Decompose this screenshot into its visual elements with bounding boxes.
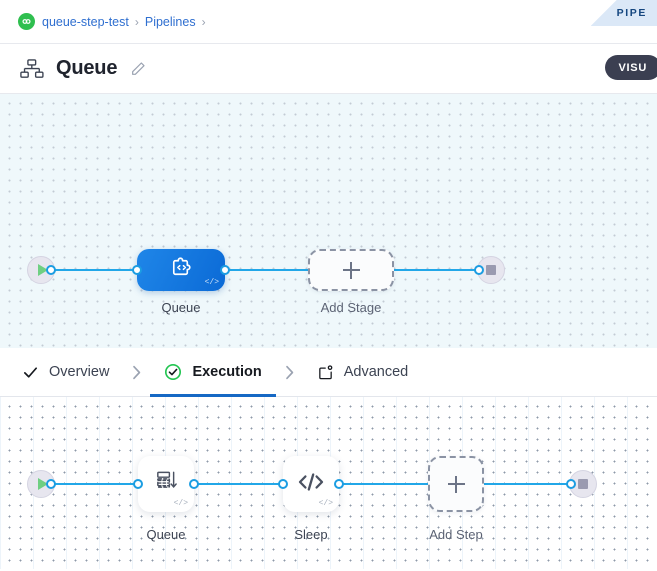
node-code-badge: </> (318, 499, 333, 508)
port-step-start-out[interactable] (46, 479, 56, 489)
play-icon (37, 264, 48, 276)
page-title: Queue (56, 57, 118, 79)
code-icon (296, 469, 326, 500)
project-circle-icon (18, 13, 35, 30)
breadcrumb-separator-trailing: › (201, 14, 206, 29)
breadcrumb: queue-step-test › Pipelines › (0, 0, 657, 44)
port-queue-step-out[interactable] (189, 479, 199, 489)
port-end-in[interactable] (474, 265, 484, 275)
puzzle-code-icon (168, 254, 195, 286)
stop-icon (578, 479, 588, 489)
wire-addstage-end (392, 269, 484, 271)
tab-separator-2 (284, 365, 295, 380)
stage-node-label-queue: Queue (161, 300, 201, 315)
step-canvas[interactable]: </> Queue </> Sleep Add Step (0, 397, 657, 569)
wire-start-queue (46, 269, 142, 271)
step-node-queue[interactable]: </> (138, 456, 194, 512)
wire-sleep-addstep (338, 483, 430, 485)
add-step-label: Add Step (429, 527, 483, 542)
step-node-label-sleep: Sleep (294, 527, 328, 542)
wire-start-queue-step (46, 483, 142, 485)
play-icon (37, 478, 48, 490)
port-queue-in[interactable] (132, 265, 142, 275)
visual-toggle-button[interactable]: VISU (604, 55, 657, 80)
add-stage-label: Add Stage (320, 300, 382, 315)
tab-execution[interactable]: Execution (150, 348, 277, 397)
stage-node-queue[interactable]: </> (137, 249, 225, 291)
queue-stack-icon (153, 468, 180, 500)
port-step-end-in[interactable] (566, 479, 576, 489)
wire-queue-addstage (224, 269, 310, 271)
step-node-label-queue: Queue (146, 527, 186, 542)
stop-icon (486, 265, 496, 275)
plus-icon (447, 475, 465, 493)
breadcrumb-item-project[interactable]: queue-step-test (42, 14, 129, 29)
step-node-sleep[interactable]: </> (283, 456, 339, 512)
tab-separator-1 (131, 365, 142, 380)
port-queue-step-in[interactable] (133, 479, 143, 489)
wire-addstep-end (484, 483, 576, 485)
add-stage-button[interactable] (308, 249, 394, 291)
node-code-badge: </> (173, 499, 188, 508)
ribbon-label: PIPE (616, 7, 647, 19)
tab-advanced-label: Advanced (343, 364, 409, 380)
tab-overview-label: Overview (49, 364, 110, 380)
port-start-out[interactable] (46, 265, 56, 275)
tab-overview[interactable]: Overview (22, 348, 109, 397)
port-sleep-out[interactable] (334, 479, 344, 489)
wire-queue-sleep (192, 483, 288, 485)
pencil-icon[interactable] (130, 61, 146, 77)
plus-icon (342, 261, 360, 279)
breadcrumb-item-pipelines[interactable]: Pipelines (144, 14, 196, 29)
add-step-button[interactable] (428, 456, 484, 512)
node-code-badge: </> (204, 278, 219, 287)
port-queue-out[interactable] (220, 265, 230, 275)
advanced-gear-icon (317, 364, 334, 381)
page-header: Queue VISU (0, 44, 657, 94)
check-circle-icon (164, 363, 182, 381)
port-sleep-in[interactable] (278, 479, 288, 489)
tab-advanced[interactable]: Advanced (317, 348, 409, 397)
pipeline-hierarchy-icon (20, 58, 44, 79)
detail-tabs: Overview Execution (0, 348, 657, 397)
breadcrumb-separator: › (134, 14, 139, 29)
tab-execution-label: Execution (192, 364, 262, 380)
check-icon (22, 364, 39, 381)
stage-canvas[interactable]: </> Queue Add Stage (0, 94, 657, 348)
